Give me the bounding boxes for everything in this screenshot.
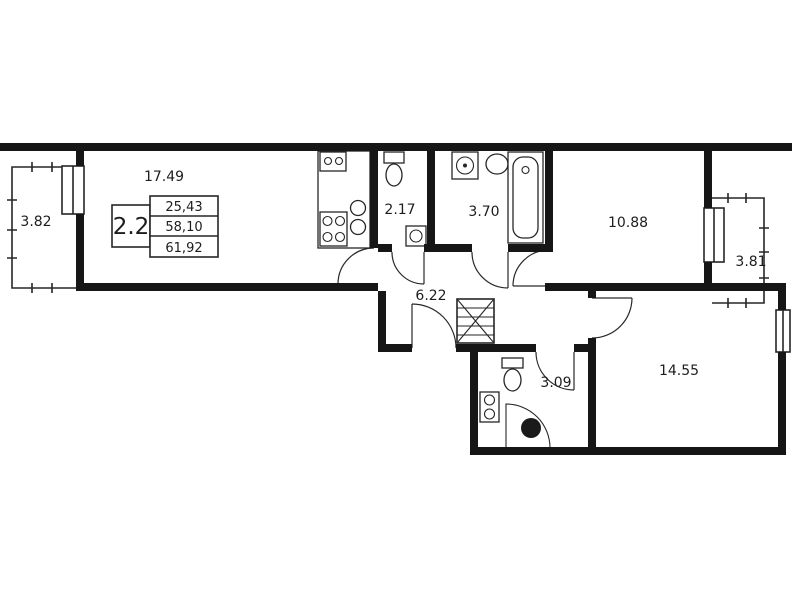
door-living-room bbox=[337, 247, 375, 285]
unit-type-label: 2.2 bbox=[113, 214, 150, 240]
room-label-wc: 2.17 bbox=[384, 202, 415, 218]
door-bathroom bbox=[471, 251, 509, 289]
shower-icon bbox=[505, 403, 551, 449]
sink-icon-wc bbox=[405, 225, 427, 247]
door-bedroom-lower bbox=[591, 297, 633, 339]
toilet-icon-wc bbox=[383, 151, 405, 187]
door-wc bbox=[391, 251, 425, 285]
title-block: 2.2 25,43 58,10 61,92 bbox=[111, 195, 219, 258]
area-value-1: 25,43 bbox=[165, 200, 202, 215]
door-entrance bbox=[411, 303, 457, 349]
room-label-loggia-left: 3.82 bbox=[20, 214, 51, 230]
vent-shaft bbox=[456, 298, 495, 344]
loggia-right-outline bbox=[712, 193, 769, 308]
door-bedroom-upper bbox=[512, 249, 550, 287]
walls bbox=[0, 143, 792, 455]
window-bedroom-lower bbox=[775, 309, 791, 353]
kitchen-sink-icon bbox=[349, 199, 367, 236]
room-label-living-room: 17.49 bbox=[144, 169, 184, 185]
loggia-left-outline bbox=[7, 162, 84, 293]
door-shower-room bbox=[535, 351, 575, 391]
sink-icon-lower bbox=[479, 391, 500, 423]
room-label-bathroom: 3.70 bbox=[468, 204, 499, 220]
stove-icon bbox=[319, 211, 348, 247]
room-label-shower-room: 3.09 bbox=[540, 375, 571, 391]
window-bedroom-upper bbox=[703, 207, 725, 263]
toilet-icon-lower bbox=[501, 357, 524, 392]
bathtub-icon bbox=[507, 151, 544, 244]
room-label-bedroom-lower: 14.55 bbox=[659, 363, 699, 379]
sink-icon-bathroom bbox=[485, 153, 509, 175]
room-label-hallway: 6.22 bbox=[415, 288, 446, 304]
area-value-2: 58,10 bbox=[165, 220, 202, 235]
washing-machine-icon bbox=[451, 151, 479, 180]
room-label-loggia-right: 3.81 bbox=[735, 254, 766, 270]
window-living-room bbox=[61, 165, 85, 215]
area-value-3: 61,92 bbox=[165, 241, 202, 256]
room-label-bedroom-upper: 10.88 bbox=[608, 215, 648, 231]
